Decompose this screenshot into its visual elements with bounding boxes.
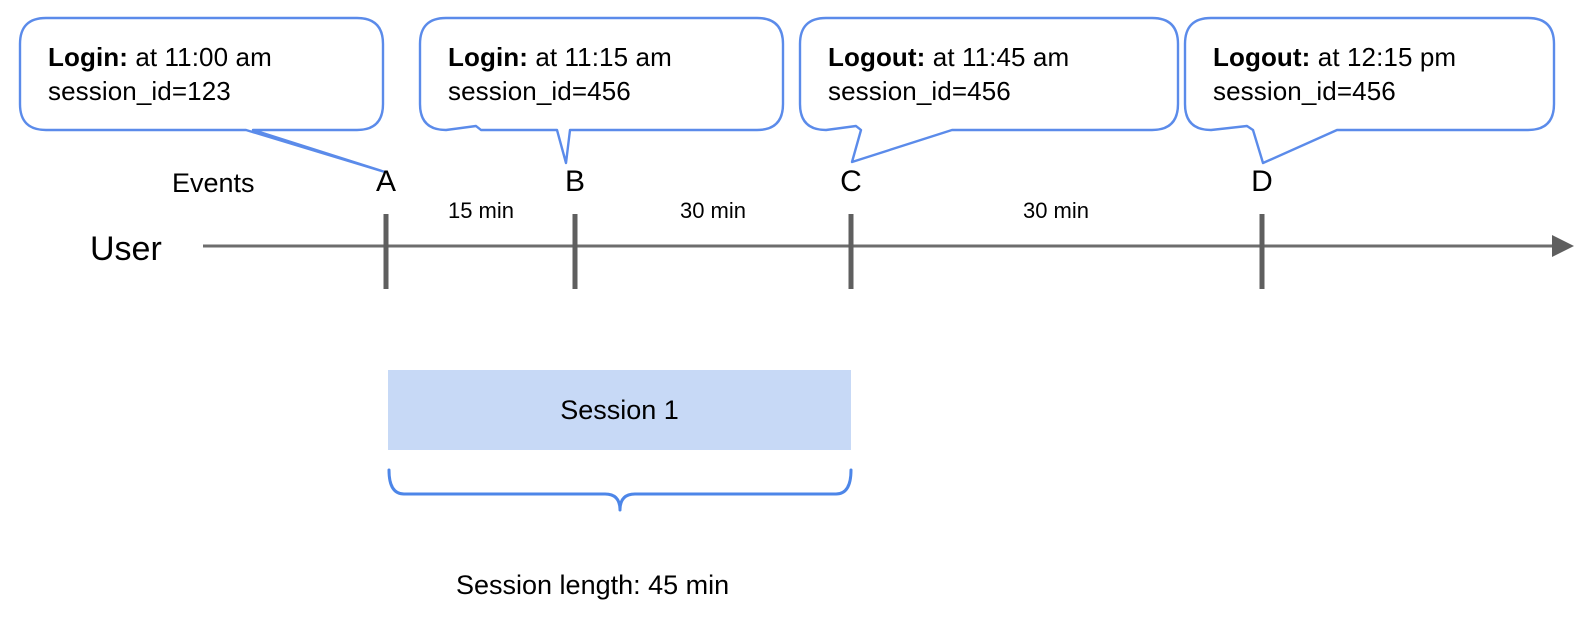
- event-ticks: [383, 214, 1265, 289]
- session-brace: [387, 468, 853, 512]
- callout-b-session: session_id=456: [448, 76, 631, 106]
- callout-a-session: session_id=123: [48, 76, 231, 106]
- event-letter-c: C: [840, 165, 862, 198]
- interval-label-a-b: 15 min: [447, 198, 515, 223]
- events-row-label: Events: [172, 168, 255, 198]
- callout-b-text: Login: at 11:15 am session_id=456: [448, 40, 672, 108]
- callout-b-detail: at 11:15 am: [528, 42, 672, 72]
- callout-d-detail: at 12:15 pm: [1310, 42, 1457, 72]
- axis-arrow-icon: [1552, 235, 1574, 257]
- callout-c-event-type: Logout:: [828, 42, 926, 72]
- callout-d-text: Logout: at 12:15 pm session_id=456: [1213, 40, 1456, 108]
- event-letter-a: A: [375, 165, 396, 198]
- callout-d-event-type: Logout:: [1213, 42, 1311, 72]
- session-1-bar-label: Session 1: [560, 394, 679, 425]
- callout-c-session: session_id=456: [828, 76, 1011, 106]
- interval-label-c-d: 30 min: [1022, 198, 1090, 223]
- session-length-caption: Session length: 45 min: [456, 570, 730, 600]
- event-letter-b: B: [564, 165, 585, 198]
- interval-label-b-c: 30 min: [679, 198, 747, 223]
- callout-a-detail: at 11:00 am: [128, 42, 272, 72]
- callout-a-event-type: Login:: [48, 42, 129, 72]
- timeline-axis: [203, 235, 1574, 257]
- callout-c-text: Logout: at 11:45 am session_id=456: [828, 40, 1069, 108]
- callout-c-detail: at 11:45 am: [925, 42, 1070, 72]
- callout-d-session: session_id=456: [1213, 76, 1396, 106]
- lane-label-user: User: [90, 230, 162, 268]
- event-letter-d: D: [1251, 165, 1273, 198]
- callout-a-text: Login: at 11:00 am session_id=123: [48, 40, 272, 108]
- callout-b-event-type: Login:: [448, 42, 529, 72]
